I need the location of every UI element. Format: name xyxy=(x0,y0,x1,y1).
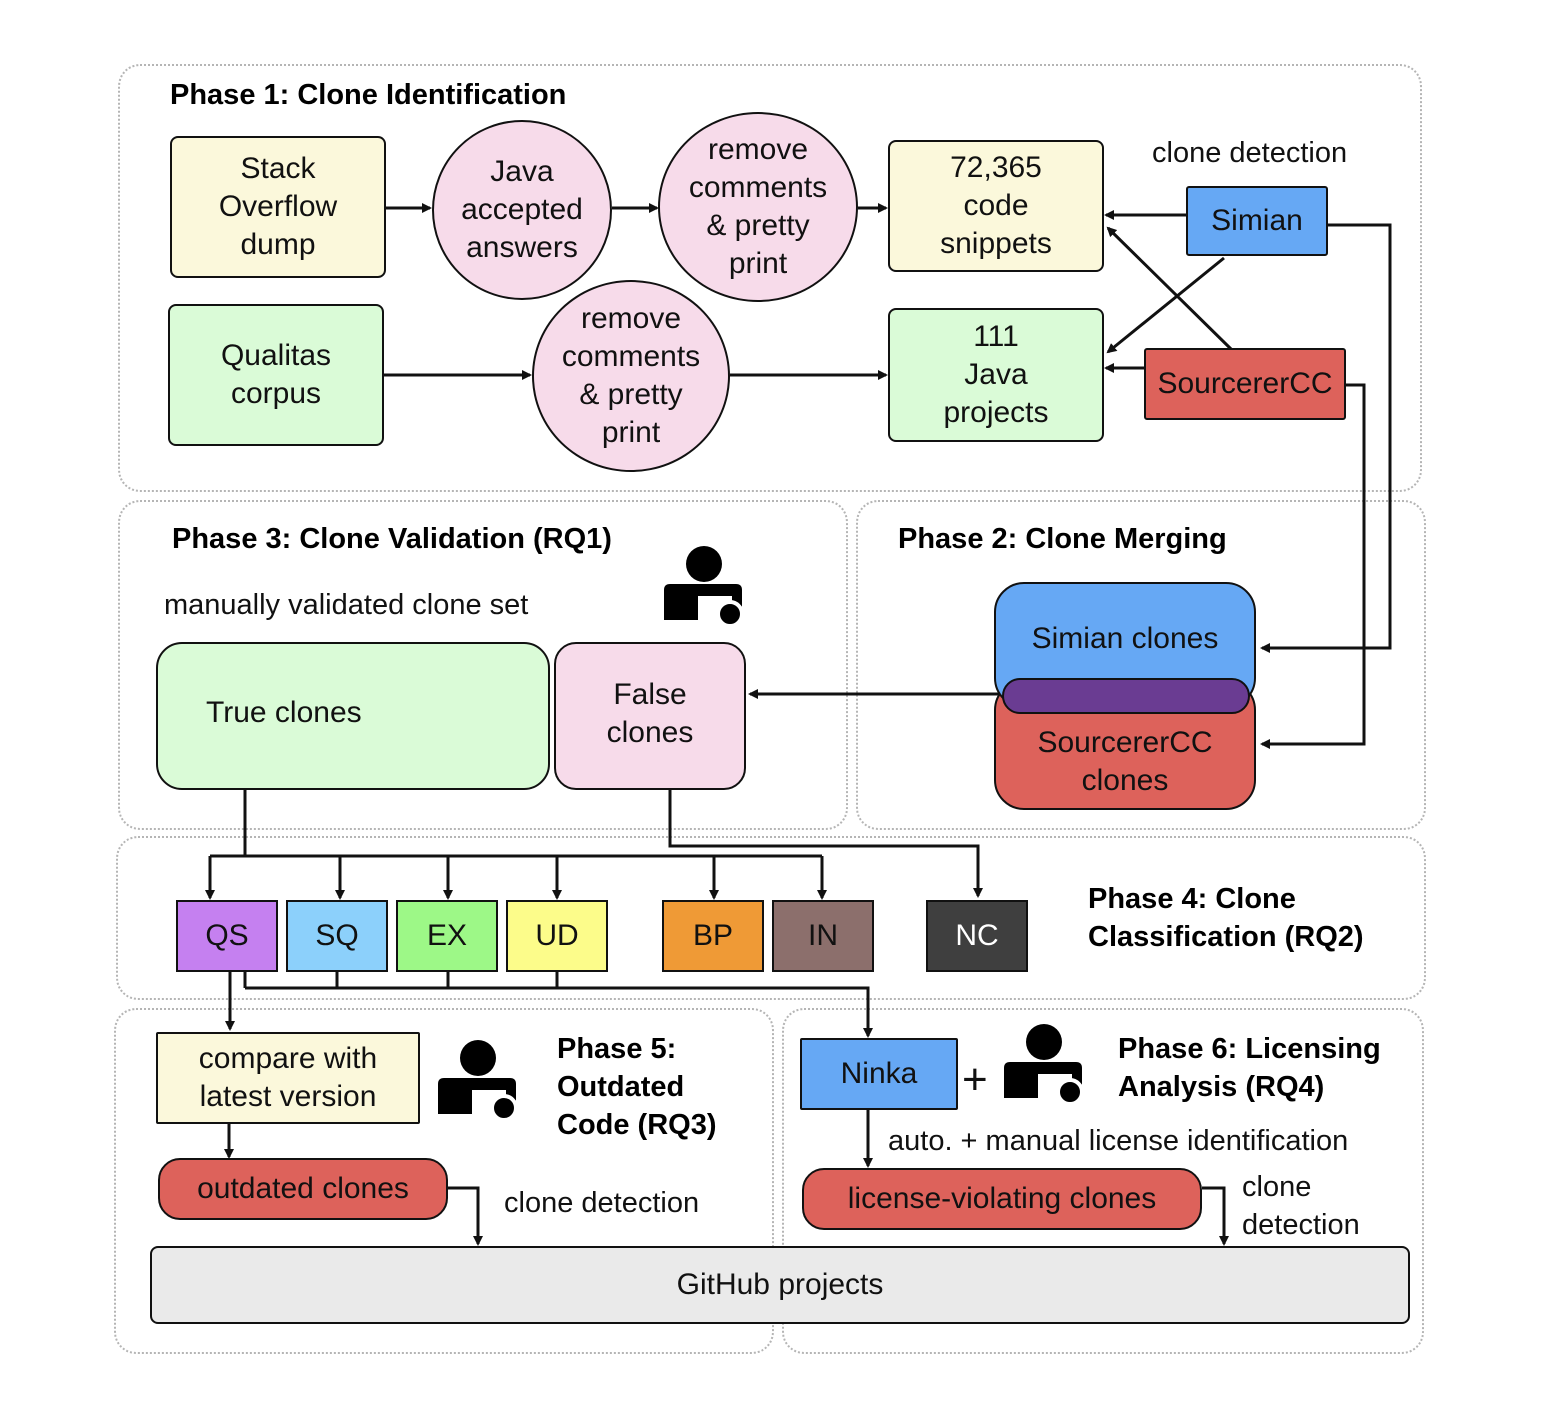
category-ud: UD xyxy=(506,900,608,972)
license-violating-clones-node: license-violating clones xyxy=(802,1168,1202,1230)
java-accepted-answers-node: Java accepted answers xyxy=(432,120,612,300)
clone-detection-label-2: clone detection xyxy=(504,1187,700,1219)
category-nc: NC xyxy=(926,900,1028,972)
outdated-clones-node: outdated clones xyxy=(158,1158,448,1220)
sourcerercc-node: SourcererCC xyxy=(1144,348,1346,420)
auto-manual-label: auto. + manual license identification xyxy=(888,1125,1349,1157)
phase2-box xyxy=(856,500,1426,830)
phase3-title: Phase 3: Clone Validation (RQ1) xyxy=(172,523,612,555)
phase4-title: Phase 4: Clone Classification (RQ2) xyxy=(1088,883,1364,953)
ninka-node: Ninka xyxy=(800,1038,958,1110)
code-snippets-node: 72,365 code snippets xyxy=(888,140,1104,272)
category-in: IN xyxy=(772,900,874,972)
category-ex: EX xyxy=(396,900,498,972)
category-bp: BP xyxy=(662,900,764,972)
phase2-title: Phase 2: Clone Merging xyxy=(898,523,1227,555)
remove-comments-node-2: remove comments & pretty print xyxy=(532,280,730,472)
phase1-title: Phase 1: Clone Identification xyxy=(170,79,567,111)
category-sq: SQ xyxy=(286,900,388,972)
true-clones-node: True clones xyxy=(156,642,550,790)
person-laptop-icon xyxy=(664,546,744,628)
person-laptop-icon xyxy=(438,1040,518,1122)
phase6-title: Phase 6: Licensing Analysis (RQ4) xyxy=(1118,1033,1381,1103)
phase4-box xyxy=(116,836,1426,1000)
compare-latest-node: compare with latest version xyxy=(156,1032,420,1124)
github-projects-node: GitHub projects xyxy=(150,1246,1410,1324)
sourcerercc-clones-label: SourcererCC clones xyxy=(1037,726,1213,797)
clone-detection-label-3: clone detection xyxy=(1242,1171,1360,1241)
phase5-title: Phase 5: Outdated Code (RQ3) xyxy=(557,1033,717,1141)
qualitas-corpus-node: Qualitas corpus xyxy=(168,304,384,446)
phase1-box xyxy=(118,64,1422,492)
true-clones-label: True clones xyxy=(206,696,362,729)
merged-overlap xyxy=(1002,678,1250,714)
clone-detection-label-1: clone detection xyxy=(1152,137,1348,169)
remove-comments-node-1: remove comments & pretty print xyxy=(658,112,858,302)
simian-node: Simian xyxy=(1186,186,1328,256)
phase5-box xyxy=(114,1008,774,1354)
false-clones-node: False clones xyxy=(554,642,746,790)
phase6-box xyxy=(782,1008,1424,1354)
manually-validated-label: manually validated clone set xyxy=(164,589,529,621)
plus-sign: + xyxy=(962,1055,988,1104)
stack-overflow-dump-node: Stack Overflow dump xyxy=(170,136,386,278)
person-laptop-icon xyxy=(1004,1024,1084,1106)
java-projects-node: 111 Java projects xyxy=(888,308,1104,442)
category-qs: QS xyxy=(176,900,278,972)
simian-clones-label: Simian clones xyxy=(1031,622,1219,655)
phase3-box xyxy=(118,500,848,830)
